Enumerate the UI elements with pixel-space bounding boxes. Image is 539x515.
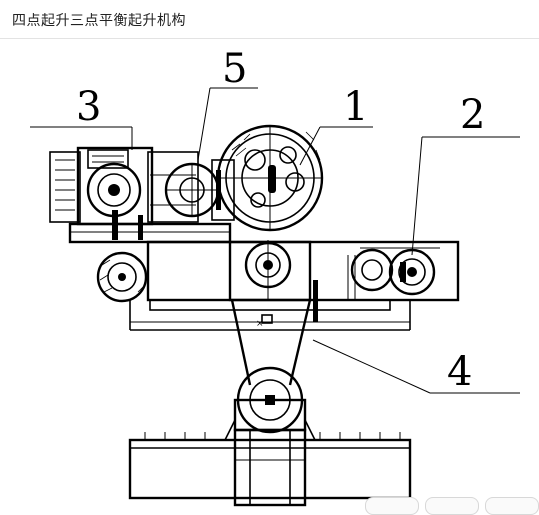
balance-hanger bbox=[230, 280, 318, 434]
brake-drum bbox=[164, 159, 235, 221]
right-sheave-assembly bbox=[350, 247, 440, 296]
leader-line-5 bbox=[197, 87, 258, 161]
footer-button-1[interactable] bbox=[365, 497, 419, 515]
svg-text:×: × bbox=[256, 319, 264, 329]
trolley-frame bbox=[68, 222, 460, 331]
leader-line-4 bbox=[312, 339, 520, 394]
callout-label-5: 5 bbox=[222, 46, 247, 92]
footer-button-3[interactable] bbox=[485, 497, 539, 515]
left-travel-wheel bbox=[96, 251, 148, 303]
drive-motor-gearbox bbox=[49, 146, 199, 240]
lifting-beam bbox=[128, 419, 412, 507]
hoisting-mechanism-diagram: 5 3 1 2 4 bbox=[30, 46, 520, 507]
page-title: 四点起升三点平衡起升机构 bbox=[12, 13, 186, 29]
callout-label-1: 1 bbox=[343, 84, 368, 130]
central-sheave: × bbox=[244, 240, 292, 329]
callout-label-2: 2 bbox=[460, 92, 485, 138]
footer-button-2[interactable] bbox=[425, 497, 479, 515]
callout-label-4: 4 bbox=[447, 349, 472, 395]
callout-label-3: 3 bbox=[76, 84, 101, 130]
winding-drum bbox=[216, 124, 324, 232]
leader-line-2 bbox=[411, 136, 520, 256]
toolbar-footer bbox=[365, 497, 539, 515]
leader-line-3 bbox=[30, 126, 133, 150]
title-divider bbox=[0, 38, 539, 39]
